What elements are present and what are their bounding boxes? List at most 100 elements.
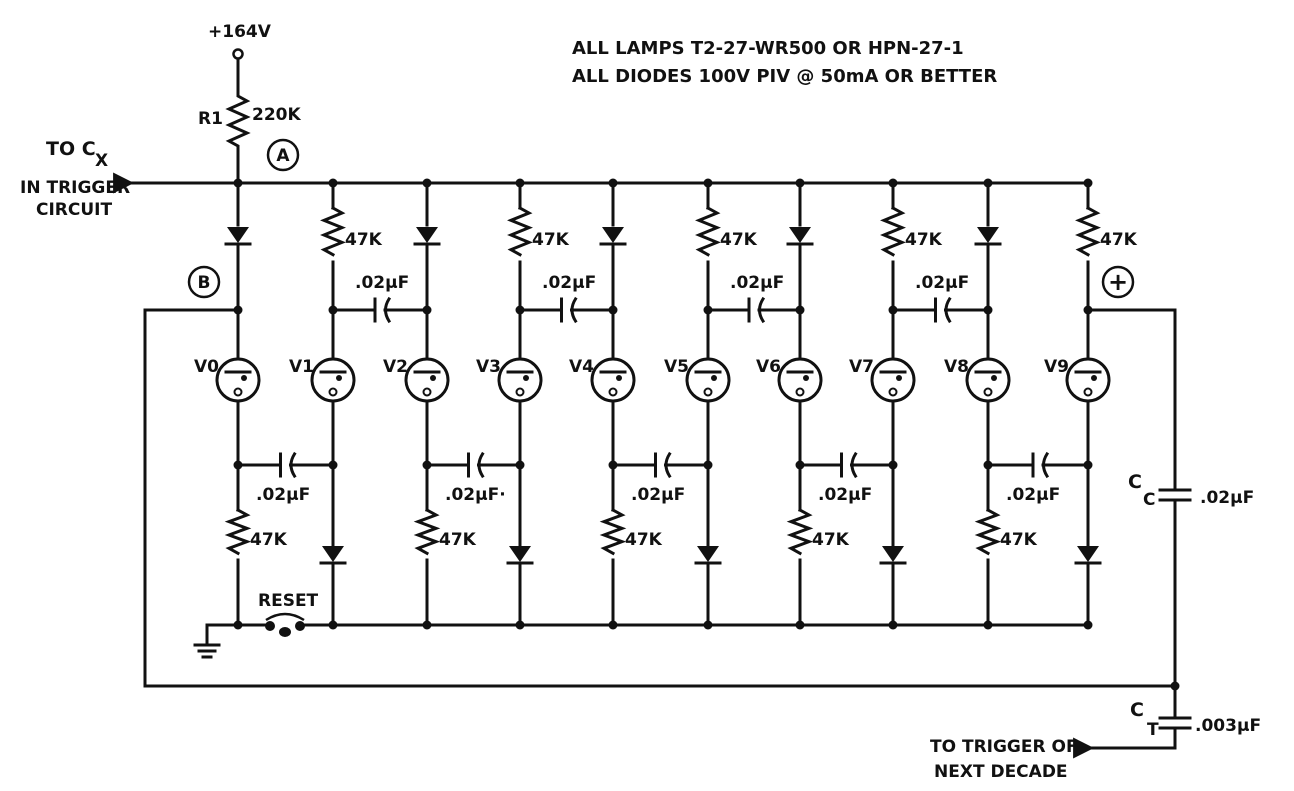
counter-stages: V0 47K V1 47K V2 47K V3 47K V4 47K V5 47K V6 47K V7 47K… bbox=[194, 178, 1138, 630]
plus-junction bbox=[1083, 305, 1093, 315]
svg-text:T: T bbox=[1147, 720, 1159, 740]
anode-resistor-value: 47K bbox=[532, 230, 570, 250]
cathode-resistor bbox=[599, 507, 627, 556]
tube-label: V6 bbox=[756, 357, 781, 377]
neon-lamp-v7: V7 bbox=[849, 357, 916, 403]
svg-text:X: X bbox=[95, 151, 108, 171]
bus-junction bbox=[608, 620, 618, 630]
anode-diode bbox=[599, 227, 627, 246]
tube-label: V7 bbox=[849, 357, 874, 377]
upper-coupling-capacitor bbox=[891, 296, 990, 324]
cc-label: C C .02µF bbox=[1128, 471, 1254, 510]
upper-capacitor-value: .02µF bbox=[355, 273, 409, 293]
cathode-resistor-value: 47K bbox=[625, 530, 663, 550]
lower-coupling-capacitor bbox=[611, 451, 710, 479]
upper-capacitor-value: .02µF bbox=[542, 273, 596, 293]
svg-text:C: C bbox=[1143, 490, 1155, 510]
note-lamps: ALL LAMPS T2-27-WR500 OR HPN-27-1 bbox=[572, 38, 964, 59]
neon-lamp-v0: V0 bbox=[194, 357, 261, 403]
cathode-resistor-value: 47K bbox=[250, 530, 288, 550]
ct-label: C T .003µF bbox=[1130, 699, 1261, 740]
neon-lamp-v9: V9 bbox=[1044, 357, 1111, 403]
tube-label: V0 bbox=[194, 357, 219, 377]
anode-resistor bbox=[880, 205, 906, 257]
tube-label: V5 bbox=[664, 357, 689, 377]
supply-voltage-label: +164V bbox=[208, 22, 272, 42]
tube-label: V2 bbox=[383, 357, 408, 377]
upper-capacitor-value: .02µF bbox=[915, 273, 969, 293]
bus-junction bbox=[703, 620, 713, 630]
node-a-marker: A bbox=[266, 138, 300, 172]
cathode-resistor bbox=[786, 507, 814, 556]
svg-text:.003µF: .003µF bbox=[1195, 716, 1261, 736]
cathode-resistor bbox=[974, 507, 1002, 556]
lower-coupling-capacitor bbox=[798, 451, 895, 479]
tube-label: V1 bbox=[289, 357, 314, 377]
cathode-resistor-value: 47K bbox=[1000, 530, 1038, 550]
note-diodes: ALL DIODES 100V PIV @ 50mA OR BETTER bbox=[572, 66, 997, 87]
svg-text:NEXT DECADE: NEXT DECADE bbox=[934, 762, 1068, 782]
cathode-diode bbox=[506, 546, 534, 565]
bus-junction bbox=[422, 620, 432, 630]
anode-resistor-value: 47K bbox=[720, 230, 758, 250]
anode-diode bbox=[974, 227, 1002, 246]
tube-label: V9 bbox=[1044, 357, 1069, 377]
bus-junction bbox=[983, 620, 993, 630]
neon-lamp-v1: V1 bbox=[289, 357, 356, 403]
lower-capacitor-value: .02µF bbox=[818, 485, 872, 505]
node-b-marker: B bbox=[187, 265, 221, 299]
lower-capacitor-value: .02µF bbox=[1006, 485, 1060, 505]
lower-coupling-capacitor bbox=[425, 451, 522, 479]
upper-coupling-capacitor bbox=[706, 296, 802, 324]
to-next-wire bbox=[1073, 726, 1177, 759]
cathode-resistor-value: 47K bbox=[439, 530, 477, 550]
r1-value: 220K bbox=[252, 105, 301, 125]
bus-junction bbox=[795, 620, 805, 630]
reset-switch bbox=[265, 612, 305, 637]
neon-lamp-v2: V2 bbox=[383, 357, 450, 403]
anode-diode bbox=[413, 227, 441, 246]
r1-resistor bbox=[225, 57, 251, 185]
cathode-diode bbox=[879, 546, 907, 565]
upper-coupling-capacitor bbox=[518, 296, 615, 324]
plus-node-wire bbox=[1086, 308, 1177, 492]
cathode-diode bbox=[694, 546, 722, 565]
supply-terminal bbox=[232, 48, 244, 60]
svg-text:A: A bbox=[276, 146, 290, 166]
to-cx-label: TO C X IN TRIGGER CIRCUIT bbox=[20, 138, 130, 220]
neon-lamp-v3: V3 bbox=[476, 357, 543, 403]
svg-text:TO TRIGGER OF: TO TRIGGER OF bbox=[930, 737, 1078, 757]
anode-resistor bbox=[320, 205, 346, 257]
tube-label: V8 bbox=[944, 357, 969, 377]
anode-resistor-value: 47K bbox=[345, 230, 383, 250]
cathode-resistor bbox=[224, 507, 252, 556]
tube-label: V4 bbox=[569, 357, 594, 377]
anode-resistor-value: 47K bbox=[1100, 230, 1138, 250]
node-plus-marker: + bbox=[1101, 265, 1135, 299]
cathode-diode bbox=[319, 546, 347, 565]
tube-label: V3 bbox=[476, 357, 501, 377]
anode-resistor bbox=[695, 205, 721, 257]
lower-coupling-capacitor bbox=[236, 451, 335, 479]
lower-capacitor-value: .02µF bbox=[256, 485, 310, 505]
neon-lamp-v6: V6 bbox=[756, 357, 823, 403]
reset-label: RESET bbox=[258, 591, 319, 611]
bus-junction bbox=[233, 620, 243, 630]
svg-text:CIRCUIT: CIRCUIT bbox=[36, 200, 112, 220]
svg-text:C: C bbox=[1130, 699, 1144, 721]
outer-loop-wire bbox=[143, 308, 1177, 688]
to-next-label: TO TRIGGER OF NEXT DECADE bbox=[930, 737, 1078, 782]
anode-resistor-value: 47K bbox=[905, 230, 943, 250]
svg-text:TO C: TO C bbox=[46, 138, 96, 160]
svg-text:.02µF: .02µF bbox=[1200, 488, 1254, 508]
ground-icon bbox=[193, 623, 221, 659]
r1-name: R1 bbox=[198, 109, 223, 129]
lower-capacitor-value: .02µF bbox=[631, 485, 685, 505]
upper-coupling-capacitor bbox=[331, 296, 429, 324]
bus-junction bbox=[328, 620, 338, 630]
bus-junction bbox=[515, 620, 525, 630]
cathode-diode bbox=[1074, 546, 1102, 565]
svg-text:B: B bbox=[198, 273, 211, 293]
cathode-resistor bbox=[413, 507, 441, 556]
